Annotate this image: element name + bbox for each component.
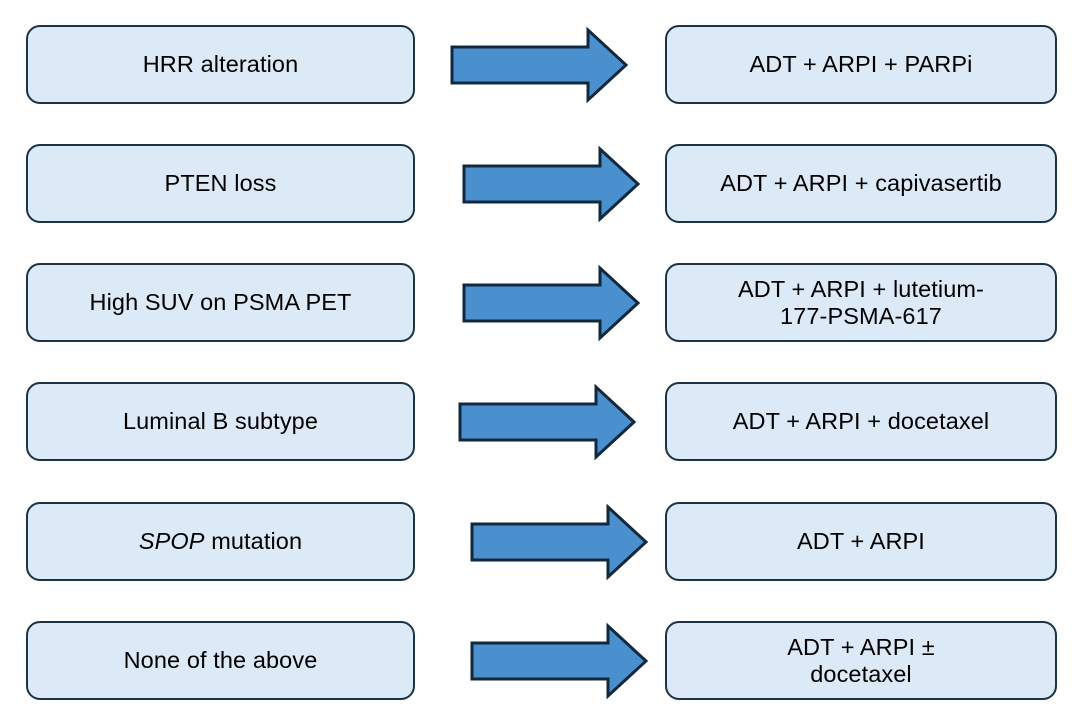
biomarker-node-2[interactable]: PTEN loss	[26, 144, 415, 223]
right-arrow-icon	[458, 382, 638, 462]
gene-name-italic: SPOP	[138, 528, 205, 555]
right-arrow-icon	[462, 144, 642, 224]
right-arrow-icon	[450, 25, 630, 105]
biomarker-label-4: Luminal B subtype	[122, 408, 319, 435]
treatment-node-2[interactable]: ADT + ARPI + capivasertib	[665, 144, 1057, 223]
biomarker-label-6: None of the above	[123, 647, 318, 674]
right-arrow-icon	[470, 502, 650, 582]
treatment-node-4[interactable]: ADT + ARPI + docetaxel	[665, 382, 1057, 461]
flow-row: Luminal B subtype ADT + ARPI + docetaxel	[0, 382, 1080, 462]
right-arrow-icon	[462, 263, 642, 343]
flow-row: None of the above ADT + ARPI ± docetaxel	[0, 621, 1080, 701]
biomarker-node-6[interactable]: None of the above	[26, 621, 415, 700]
flow-row: High SUV on PSMA PET ADT + ARPI + luteti…	[0, 263, 1080, 343]
treatment-label-4: ADT + ARPI + docetaxel	[732, 408, 990, 435]
treatment-label-5: ADT + ARPI	[797, 528, 925, 555]
treatment-node-3[interactable]: ADT + ARPI + lutetium- 177-PSMA-617	[665, 263, 1057, 342]
biomarker-node-3[interactable]: High SUV on PSMA PET	[26, 263, 415, 342]
biomarker-node-5[interactable]: SPOP mutation	[26, 502, 415, 581]
flow-row: HRR alteration ADT + ARPI + PARPi	[0, 25, 1080, 105]
right-arrow-icon	[470, 621, 650, 701]
treatment-label-2: ADT + ARPI + capivasertib	[720, 170, 1002, 197]
biomarker-label-5-rest: mutation	[204, 528, 303, 555]
biomarker-label-2: PTEN loss	[164, 170, 277, 197]
flow-row: SPOP mutation ADT + ARPI	[0, 502, 1080, 582]
biomarker-label-1: HRR alteration	[142, 51, 299, 78]
treatment-node-5[interactable]: ADT + ARPI	[665, 502, 1057, 581]
treatment-label-1: ADT + ARPI + PARPi	[749, 51, 973, 78]
treatment-label-3: ADT + ARPI + lutetium- 177-PSMA-617	[737, 276, 984, 329]
treatment-node-6[interactable]: ADT + ARPI ± docetaxel	[665, 621, 1057, 700]
treatment-label-6: ADT + ARPI ± docetaxel	[787, 634, 935, 687]
flow-row: PTEN loss ADT + ARPI + capivasertib	[0, 144, 1080, 224]
biomarker-node-4[interactable]: Luminal B subtype	[26, 382, 415, 461]
biomarker-node-1[interactable]: HRR alteration	[26, 25, 415, 104]
biomarker-label-3: High SUV on PSMA PET	[89, 289, 352, 316]
treatment-node-1[interactable]: ADT + ARPI + PARPi	[665, 25, 1057, 104]
biomarker-label-5: SPOP mutation	[139, 528, 302, 554]
